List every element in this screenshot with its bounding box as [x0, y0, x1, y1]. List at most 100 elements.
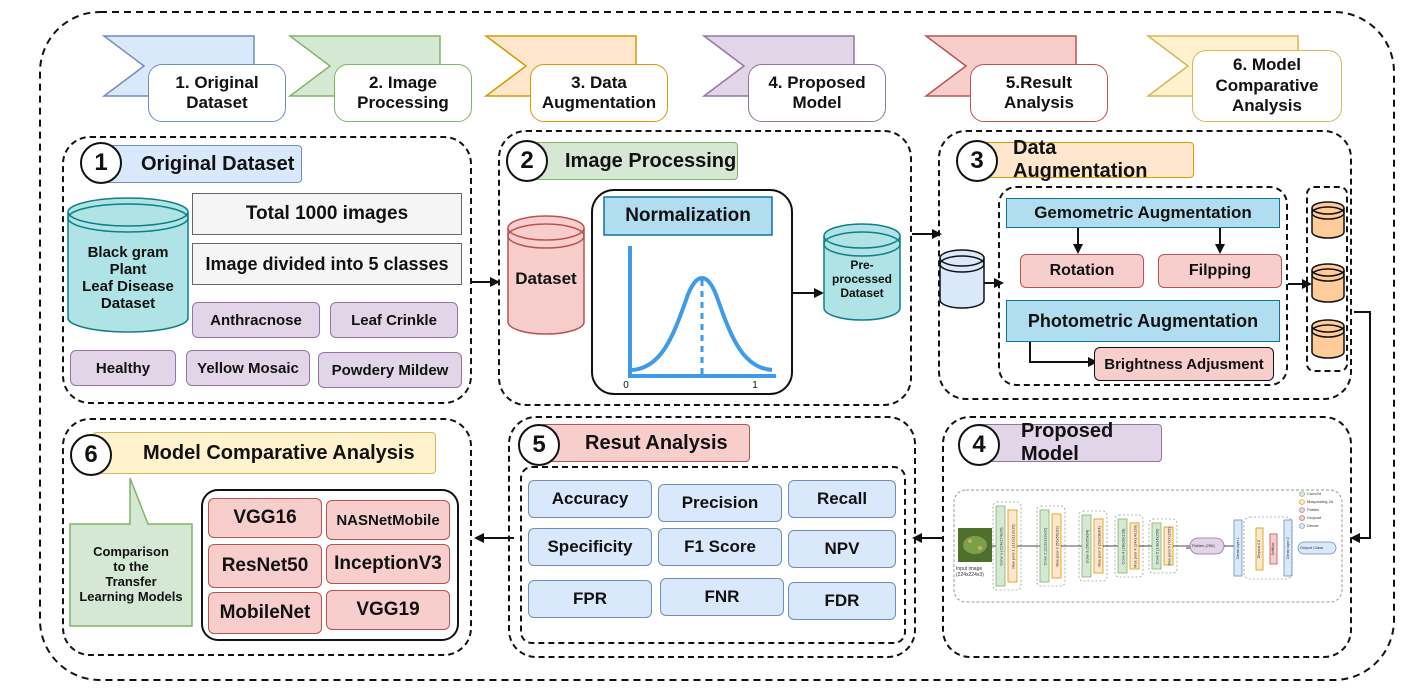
panel-result-analysis: [508, 416, 916, 658]
class-powdery-mildew: Powdery Mildew: [318, 352, 462, 388]
geometric-augmentation: Gemometric Augmentation: [1006, 198, 1280, 228]
panel-data-augmentation: [938, 130, 1352, 400]
model-resnet50: ResNet50: [208, 544, 322, 588]
panel-image-processing: [498, 130, 912, 406]
maxpool-label-2: Max pool 2 (56x56x32): [1054, 526, 1060, 567]
panel2-title: Image Processing: [520, 142, 738, 180]
model-nasnetmobile: NASNetMobile: [326, 500, 450, 540]
preprocessed-line-3: Dataset: [840, 285, 884, 300]
conv-label-3: Conv 3 (56x56x64): [1084, 529, 1090, 564]
metric-fdr: FDR: [788, 582, 896, 620]
conv-label-2: Conv 2 (112x112x32): [1042, 527, 1048, 566]
panel3-title: Data Augmentation: [968, 137, 1194, 182]
metric-npv: NPV: [788, 530, 896, 568]
panel-proposed-model: [942, 416, 1352, 658]
axis-max-label: 1: [752, 380, 758, 392]
step-label-line-2: Augmentation: [541, 93, 657, 112]
step-label-line-2: Analysis: [1004, 93, 1074, 112]
dataset-line-1: Black gram: [87, 243, 169, 261]
panel6-title-text: Model Comparative Analysis: [143, 441, 415, 464]
step-label-line-1: 2. Image: [368, 72, 438, 92]
panel4-title: Proposed Model: [976, 420, 1162, 465]
class-healthy: Healthy: [70, 350, 176, 386]
metric-fnr: FNR: [660, 578, 784, 616]
model-inceptionv3: InceptionV3: [326, 544, 450, 584]
softmax-label: SoftMax: [1271, 542, 1275, 556]
step-label-line-1: 4. Proposed: [768, 72, 866, 92]
dataset-cylinder-label: Black gram Plant Leaf Disease Dataset: [68, 236, 188, 320]
metric-precision: Precision: [658, 484, 782, 522]
maxpool-label-5: Max pool 5 (7x7x256): [1166, 527, 1172, 566]
panel3-number: 3: [956, 140, 998, 182]
panel1-number: 1: [80, 142, 122, 184]
dense1-label: Dense layer 1: [1236, 537, 1240, 559]
step-label-line-3: Analysis: [1232, 96, 1302, 116]
class-yellow-mosaic: Yellow Mosaic: [186, 350, 310, 386]
preprocessed-line-2: processed: [831, 272, 893, 287]
dropout-label: Dropout 0.5: [1257, 539, 1261, 559]
brightness-box: Brightness Adjusment: [1094, 347, 1274, 381]
metrics-group: [520, 466, 906, 644]
step-label-line-1: 5.Result: [1005, 72, 1073, 92]
input-image-label-1: Input image: [956, 566, 983, 572]
outer-frame: [39, 11, 1395, 681]
conv-label-5: Conv 5 (14x14x256): [1154, 528, 1160, 565]
input-image-label-2: (224x224x3): [956, 572, 984, 578]
legend-conv2d: Conv2d: [1307, 491, 1321, 496]
legend-maxpool: Maxpooling 2d: [1307, 499, 1334, 504]
raw-dataset-label: Dataset: [515, 269, 577, 289]
panel5-title: Resut Analysis: [540, 424, 750, 462]
maxpool-label-3: Max pool 3 (28x28x64): [1096, 526, 1102, 567]
flatten-label: Flatten (256): [1192, 543, 1215, 548]
model-vgg19: VGG19: [326, 590, 450, 630]
legend-flatten: Flatten: [1307, 507, 1320, 512]
panel1-title-text: Original Dataset: [141, 152, 295, 175]
metric-accuracy: Accuracy: [528, 480, 652, 518]
dataset-line-3: Leaf Disease: [82, 278, 174, 295]
step-label-line-2: Comparative: [1215, 75, 1319, 95]
rotation-box: Rotation: [1020, 254, 1144, 288]
conv-label-4: Conv 4 (28x28x128): [1120, 528, 1126, 565]
augmentation-group: [998, 186, 1288, 386]
panel-model-comparative: [62, 418, 472, 656]
callout-line-3: Transfer: [105, 574, 157, 589]
panel6-number: 6: [70, 434, 112, 476]
augmented-output-group: [1306, 186, 1348, 372]
panel4-number: 4: [958, 424, 1000, 466]
panel5-title-text: Resut Analysis: [585, 431, 728, 454]
photometric-augmentation: Photometric Augmentation: [1006, 300, 1280, 342]
dataset-line-4: Dataset: [100, 295, 156, 313]
panel3-title-text: Data Augmentation: [1013, 137, 1148, 182]
legend-dropout: Dropout: [1307, 515, 1322, 520]
input-image-label: Input image(224x224x3): [956, 566, 984, 578]
panel-original-dataset: [62, 136, 472, 404]
panel4-title-text: Proposed Model: [1021, 420, 1114, 465]
flipping-box: Filpping: [1158, 254, 1282, 288]
preprocessed-line-1: Pre-: [850, 258, 874, 273]
total-images-box: Total 1000 images: [192, 193, 462, 235]
normalization-title: Normalization: [625, 205, 751, 227]
callout-line-1: Comparison: [93, 544, 169, 560]
arrow-panel3-to-panel4: [1354, 311, 1371, 539]
comparison-callout-text: Comparison to the Transfer Learning Mode…: [70, 526, 192, 624]
legend-dense: Dense: [1307, 523, 1319, 528]
class-leaf-crinkle: Leaf Crinkle: [330, 302, 458, 338]
model-mobilenet: MobileNet: [208, 592, 322, 634]
step-label-line-2: Dataset: [186, 93, 248, 112]
model-vgg16: VGG16: [208, 498, 322, 538]
callout-line-2: to the: [113, 559, 149, 575]
axis-min-label: 0: [623, 380, 629, 392]
callout-line-4: Learning Models: [79, 588, 183, 604]
metric-fpr: FPR: [528, 580, 652, 618]
metric-f1-score: F1 Score: [658, 528, 782, 566]
panel2-number: 2: [506, 140, 548, 182]
panel5-number: 5: [518, 424, 560, 466]
arrowheads: [474, 229, 1360, 543]
panel2-title-text: Image Processing: [565, 149, 737, 172]
step-label-line-1: 3. Data: [571, 72, 627, 92]
